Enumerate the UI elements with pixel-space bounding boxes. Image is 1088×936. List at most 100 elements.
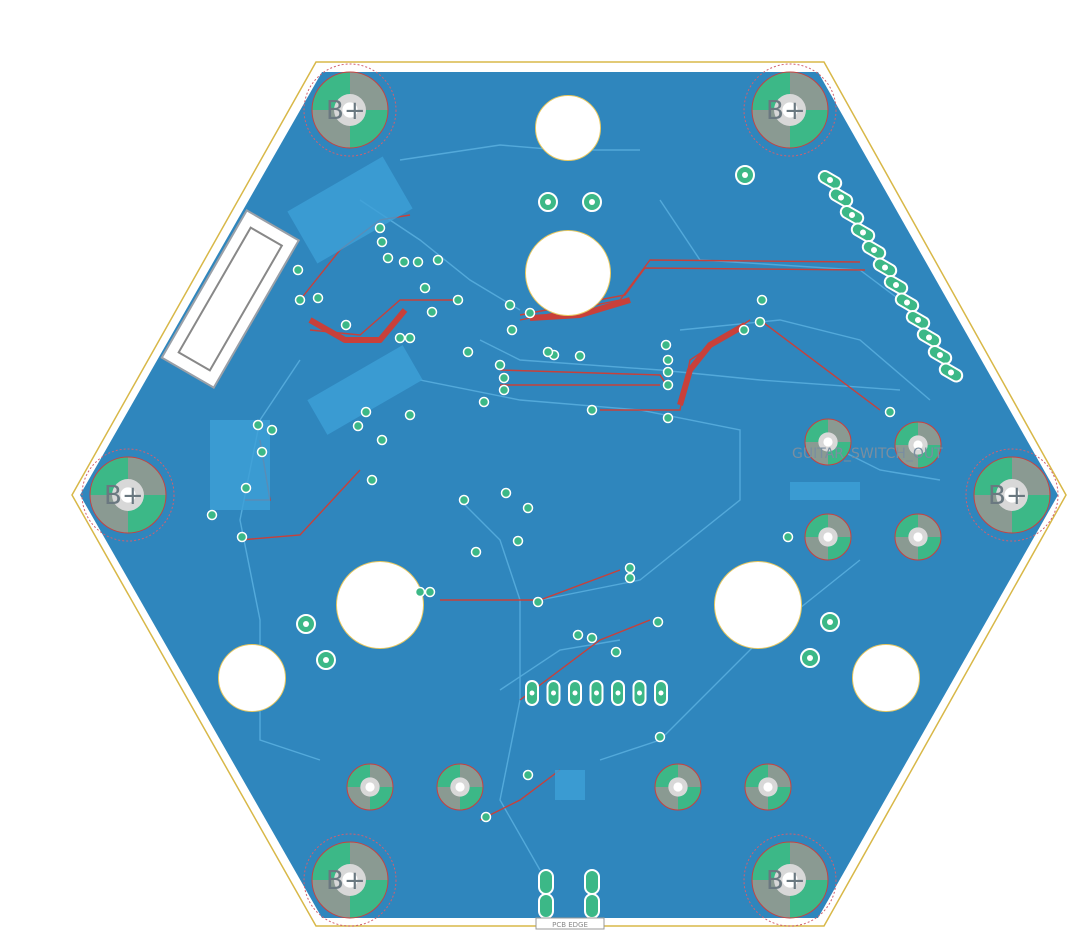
standoff-label: B+ <box>766 866 806 896</box>
via <box>480 811 492 823</box>
via <box>532 596 544 608</box>
usb-pad <box>584 893 600 919</box>
row-pin <box>589 680 604 706</box>
via <box>398 256 410 268</box>
via <box>414 586 426 598</box>
standoff-pad: B+ <box>311 71 389 149</box>
via <box>432 254 444 266</box>
via <box>366 474 378 486</box>
via <box>504 299 516 311</box>
switch-pad <box>894 421 942 469</box>
via <box>522 769 534 781</box>
via <box>542 346 554 358</box>
header-pin <box>828 187 854 208</box>
standoff-label: B+ <box>104 481 144 511</box>
via <box>352 420 364 432</box>
usb-connector-cutout <box>160 209 301 389</box>
via <box>586 632 598 644</box>
via <box>426 306 438 318</box>
via <box>662 366 674 378</box>
via <box>292 264 304 276</box>
via <box>240 482 252 494</box>
via <box>374 222 386 234</box>
standoff-label: B+ <box>326 866 366 896</box>
via <box>452 294 464 306</box>
via <box>574 350 586 362</box>
switch-pad <box>894 513 942 561</box>
row-pin <box>568 680 582 706</box>
via <box>312 292 324 304</box>
header-pin <box>872 257 898 278</box>
via <box>660 339 672 351</box>
header-pin <box>905 310 931 330</box>
via <box>756 294 768 306</box>
via <box>360 406 372 418</box>
pcb-edge-marker <box>535 917 605 930</box>
usb-pad <box>584 869 600 895</box>
header-pin <box>883 275 909 295</box>
via <box>610 646 622 658</box>
via <box>252 419 264 431</box>
via <box>506 324 518 336</box>
header-pin <box>861 240 887 260</box>
via <box>782 531 794 543</box>
via <box>500 487 512 499</box>
via <box>494 359 506 371</box>
via <box>624 572 636 584</box>
via <box>462 346 474 358</box>
standoff-pad: B+ <box>751 71 829 149</box>
standoff-pad: B+ <box>973 456 1051 534</box>
via <box>206 509 218 521</box>
via <box>654 731 666 743</box>
via <box>498 372 510 384</box>
via <box>512 535 524 547</box>
header-pin <box>839 205 865 225</box>
standoff-pad: B+ <box>311 841 389 919</box>
via <box>572 629 584 641</box>
via <box>376 434 388 446</box>
via <box>586 404 598 416</box>
tht-small-pad <box>296 614 316 634</box>
via <box>662 412 674 424</box>
switch-pad <box>804 418 852 466</box>
via <box>294 294 306 306</box>
via <box>522 502 534 514</box>
vias <box>206 222 896 823</box>
switch-pad <box>654 763 702 811</box>
header-pin <box>817 170 843 190</box>
silkscreen-label: GUITAR_SWITCH_OUT <box>792 446 943 462</box>
via <box>478 396 490 408</box>
via <box>412 256 424 268</box>
switch-pad <box>436 763 484 811</box>
via <box>470 546 482 558</box>
via <box>256 446 268 458</box>
via <box>662 354 674 366</box>
via <box>424 586 436 598</box>
standoff-label: B+ <box>766 96 806 126</box>
via <box>394 332 406 344</box>
board-outline <box>71 61 1067 927</box>
via <box>404 332 416 344</box>
standoff-pad: B+ <box>89 456 167 534</box>
via <box>884 406 896 418</box>
via <box>404 409 416 421</box>
ic-footprints <box>210 156 860 800</box>
via <box>382 252 394 264</box>
standoff-label: B+ <box>988 481 1028 511</box>
tht-small-pad <box>735 165 755 185</box>
top-trace-thick <box>308 297 747 406</box>
via <box>524 307 536 319</box>
via <box>652 616 664 628</box>
via <box>754 316 766 328</box>
standoff-pad: B+ <box>751 841 829 919</box>
switch-pad <box>346 763 394 811</box>
tht-small-pad <box>316 650 336 670</box>
row-pin <box>546 680 561 706</box>
pin-header <box>296 165 964 919</box>
row-pin <box>654 680 668 706</box>
via <box>419 282 431 294</box>
copper-pour <box>80 72 1058 918</box>
header-pin <box>916 327 942 348</box>
tht-small-pad <box>800 648 820 668</box>
